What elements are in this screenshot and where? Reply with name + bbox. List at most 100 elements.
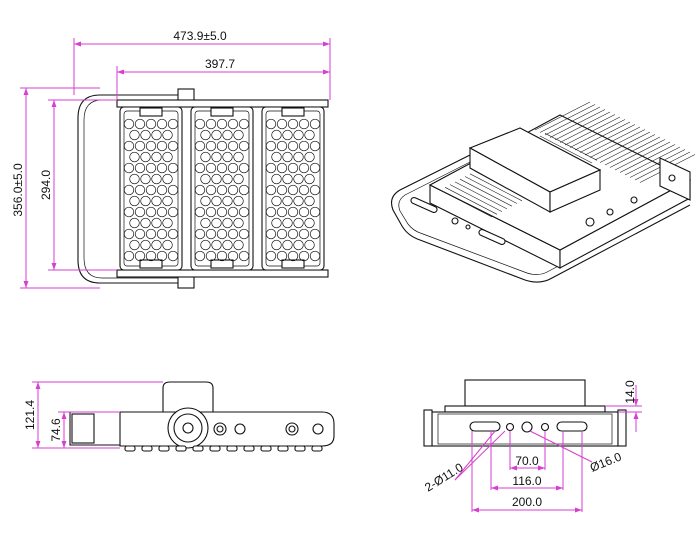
dim-total-depth: 121.4 [23,400,37,430]
led-lens [211,173,222,185]
small-hole-left [505,422,515,432]
dim-module-height: 294.0 [39,170,53,200]
isometric-view [391,101,696,283]
led-lens [129,239,140,251]
led-lens [233,239,244,251]
led-lens [298,118,310,130]
led-lens [287,184,299,196]
led-lens [222,173,233,185]
led-lens [298,206,310,218]
led-lens [222,151,233,163]
led-lens [145,118,157,130]
led-lens [293,151,304,163]
led-lens [162,239,173,251]
led-lens [167,206,179,218]
led-lens [271,173,282,185]
led-lens [287,118,299,130]
led-lens [238,118,250,130]
led-lens [200,195,211,207]
led-lens [140,151,151,163]
led-lens [298,162,310,174]
mounting-bracket [77,94,190,284]
led-lens [233,173,244,185]
led-lens [304,151,315,163]
led-lens [134,184,146,196]
led-lens [298,140,310,152]
led-lens [216,206,228,218]
led-lens [145,140,157,152]
rear-view [423,379,627,447]
led-lens [162,195,173,207]
led-module-3 [261,106,325,271]
led-lens [271,129,282,141]
slot-left [469,421,501,432]
center-hole [521,421,533,433]
led-lens [293,173,304,185]
led-lens [238,162,250,174]
led-lens [140,129,151,141]
led-lens [145,184,157,196]
led-lens [227,184,239,196]
led-lens [134,162,146,174]
led-lens [167,140,179,152]
led-lens [227,118,239,130]
led-lens [123,250,135,262]
dim-hole-pitch-mid: 116.0 [512,474,541,488]
led-lens [145,250,157,262]
led-lens [129,217,140,229]
led-lens [222,195,233,207]
led-lens [145,228,157,240]
dim-hole-pitch-inner: 70.0 [515,454,539,468]
led-lens [129,129,140,141]
led-lens [276,206,288,218]
dim-overall-width: 473.9±5.0 [173,29,227,43]
led-lens [151,129,162,141]
label-small-holes: 2-Ø11.0 [422,460,466,495]
led-lens [156,228,168,240]
led-lens [123,140,135,152]
led-lens [123,184,135,196]
side-view [69,381,335,452]
front-dimensions: 473.9±5.0 397.7 356.0±5.0 294.0 [11,29,331,289]
iso-bracket [391,154,691,283]
led-lens [194,162,206,174]
led-lens [276,162,288,174]
led-lens [216,140,228,152]
led-lens [304,173,315,185]
led-lens [156,250,168,262]
led-lens [233,129,244,141]
led-lens [309,118,321,130]
led-lens [156,162,168,174]
led-lens [205,140,217,152]
led-lens [156,140,168,152]
led-lens [162,129,173,141]
led-lens [156,206,168,218]
led-lens [276,250,288,262]
dim-slot-span: 200.0 [512,495,542,509]
led-lens [151,173,162,185]
side-driver-box [162,381,214,413]
led-lens [151,217,162,229]
led-lens [222,239,233,251]
led-lens [205,228,217,240]
hinge-bottom [177,275,195,289]
side-fins [124,445,323,452]
led-lens [194,118,206,130]
led-lens [287,162,299,174]
led-lens [200,217,211,229]
led-lens [205,184,217,196]
led-lens [216,118,228,130]
led-lens [140,239,151,251]
led-lens [238,184,250,196]
led-lens [151,239,162,251]
led-lens [205,118,217,130]
led-lens [216,228,228,240]
led-lens [216,250,228,262]
led-lens [156,118,168,130]
led-lens [134,140,146,152]
led-lens [287,228,299,240]
rear-driver-box [464,379,586,407]
led-lens [140,173,151,185]
led-lens [282,151,293,163]
